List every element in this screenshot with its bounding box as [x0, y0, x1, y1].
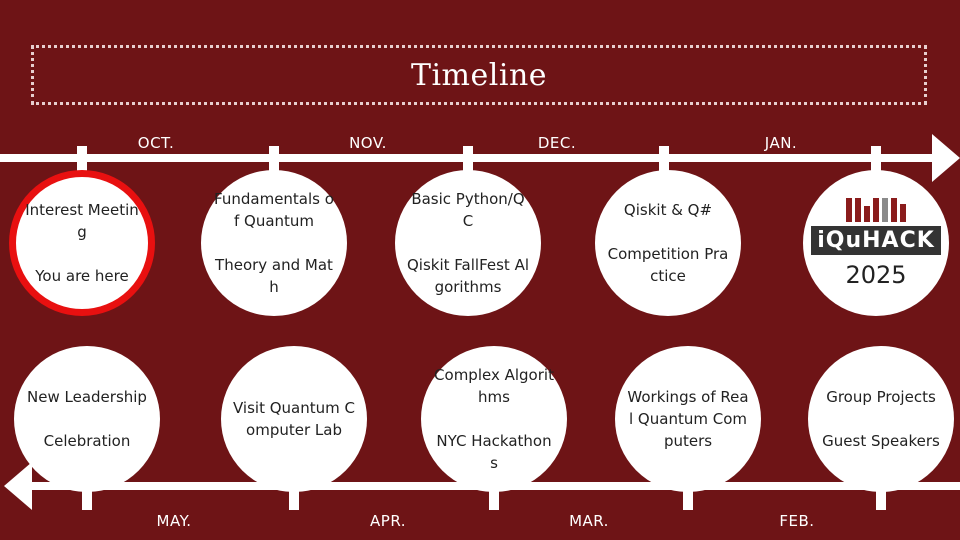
- node-text: Group Projects Guest Speakers: [822, 388, 940, 450]
- timeline-node-qiskit: Qiskit & Q# Competition Practice: [595, 170, 741, 316]
- month-label-nov: NOV.: [349, 134, 387, 152]
- timeline-tick: [876, 484, 886, 510]
- month-label-mar: MAR.: [569, 512, 609, 530]
- month-label-oct: OCT.: [137, 134, 175, 152]
- timeline-node-group-projects: Group Projects Guest Speakers: [808, 346, 954, 492]
- node-text: Workings of Real Quantum Computers: [627, 388, 749, 450]
- timeline-node-complex-algorithms: Complex Algorithms NYC Hackathons: [421, 346, 567, 492]
- node-text: Basic Python/QC Qiskit FallFest Algorith…: [407, 190, 529, 296]
- title-box: Timeline: [31, 45, 927, 105]
- timeline-tick: [659, 146, 669, 172]
- iquhack-wordmark: iQuHACK: [811, 225, 941, 255]
- mit-logo-icon: [845, 197, 906, 222]
- iquhack-logo: iQuHACK 2025: [811, 197, 941, 289]
- node-text: Fundamentals of Quantum Theory and Math: [214, 190, 334, 296]
- month-label-may: MAY.: [156, 512, 192, 530]
- timeline-tick: [871, 146, 881, 172]
- month-label-jan: JAN.: [764, 134, 798, 152]
- month-label-feb: FEB.: [779, 512, 815, 530]
- arrow-left-icon: [4, 462, 32, 510]
- arrow-right-icon: [932, 134, 960, 182]
- node-text: New Leadership Celebration: [27, 388, 147, 450]
- timeline-node-python: Basic Python/QC Qiskit FallFest Algorith…: [395, 170, 541, 316]
- timeline-node-new-leadership: New Leadership Celebration: [14, 346, 160, 492]
- timeline-tick: [489, 484, 499, 510]
- timeline-node-fundamentals: Fundamentals of Quantum Theory and Math: [201, 170, 347, 316]
- timeline-tick: [82, 484, 92, 510]
- timeline-node-quantum-lab: Visit Quantum Computer Lab: [221, 346, 367, 492]
- node-text: Interest Meeting You are here: [25, 201, 139, 285]
- timeline-line-bottom: [24, 482, 960, 490]
- timeline-node-real-quantum: Workings of Real Quantum Computers: [615, 346, 761, 492]
- page-title: Timeline: [410, 57, 548, 93]
- timeline-node-interest-meeting: Interest Meeting You are here: [9, 170, 155, 316]
- timeline-tick: [77, 146, 87, 172]
- timeline-tick: [289, 484, 299, 510]
- month-label-dec: DEC.: [537, 134, 577, 152]
- timeline-tick: [463, 146, 473, 172]
- node-text: Complex Algorithms NYC Hackathons: [434, 366, 554, 472]
- timeline-tick: [683, 484, 693, 510]
- month-label-apr: APR.: [370, 512, 406, 530]
- timeline-node-iquhack: iQuHACK 2025: [803, 170, 949, 316]
- iquhack-year: 2025: [845, 260, 907, 289]
- node-text: Qiskit & Q# Competition Practice: [607, 201, 729, 285]
- timeline-tick: [269, 146, 279, 172]
- node-text: Visit Quantum Computer Lab: [233, 399, 355, 439]
